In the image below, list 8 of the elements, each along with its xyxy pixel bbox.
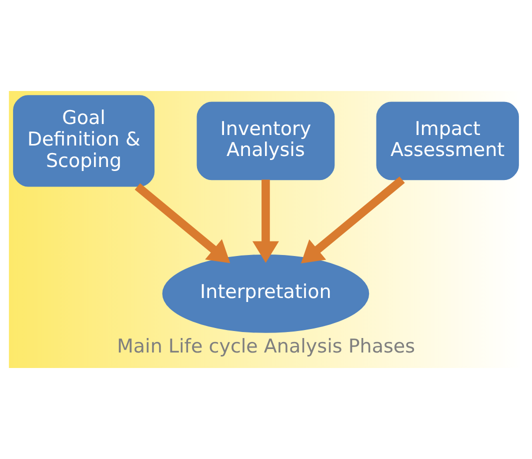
arrow	[134, 183, 230, 264]
caption: Main Life cycle Analysis Phases	[116, 335, 416, 358]
node-ellipse: Interpretation	[162, 254, 370, 333]
arrow	[301, 176, 405, 264]
node-box: Impact Assessment	[376, 102, 519, 180]
arrow	[252, 180, 279, 263]
node-box: Goal Definition & Scoping	[13, 95, 155, 187]
node-box: Inventory Analysis	[196, 102, 335, 180]
